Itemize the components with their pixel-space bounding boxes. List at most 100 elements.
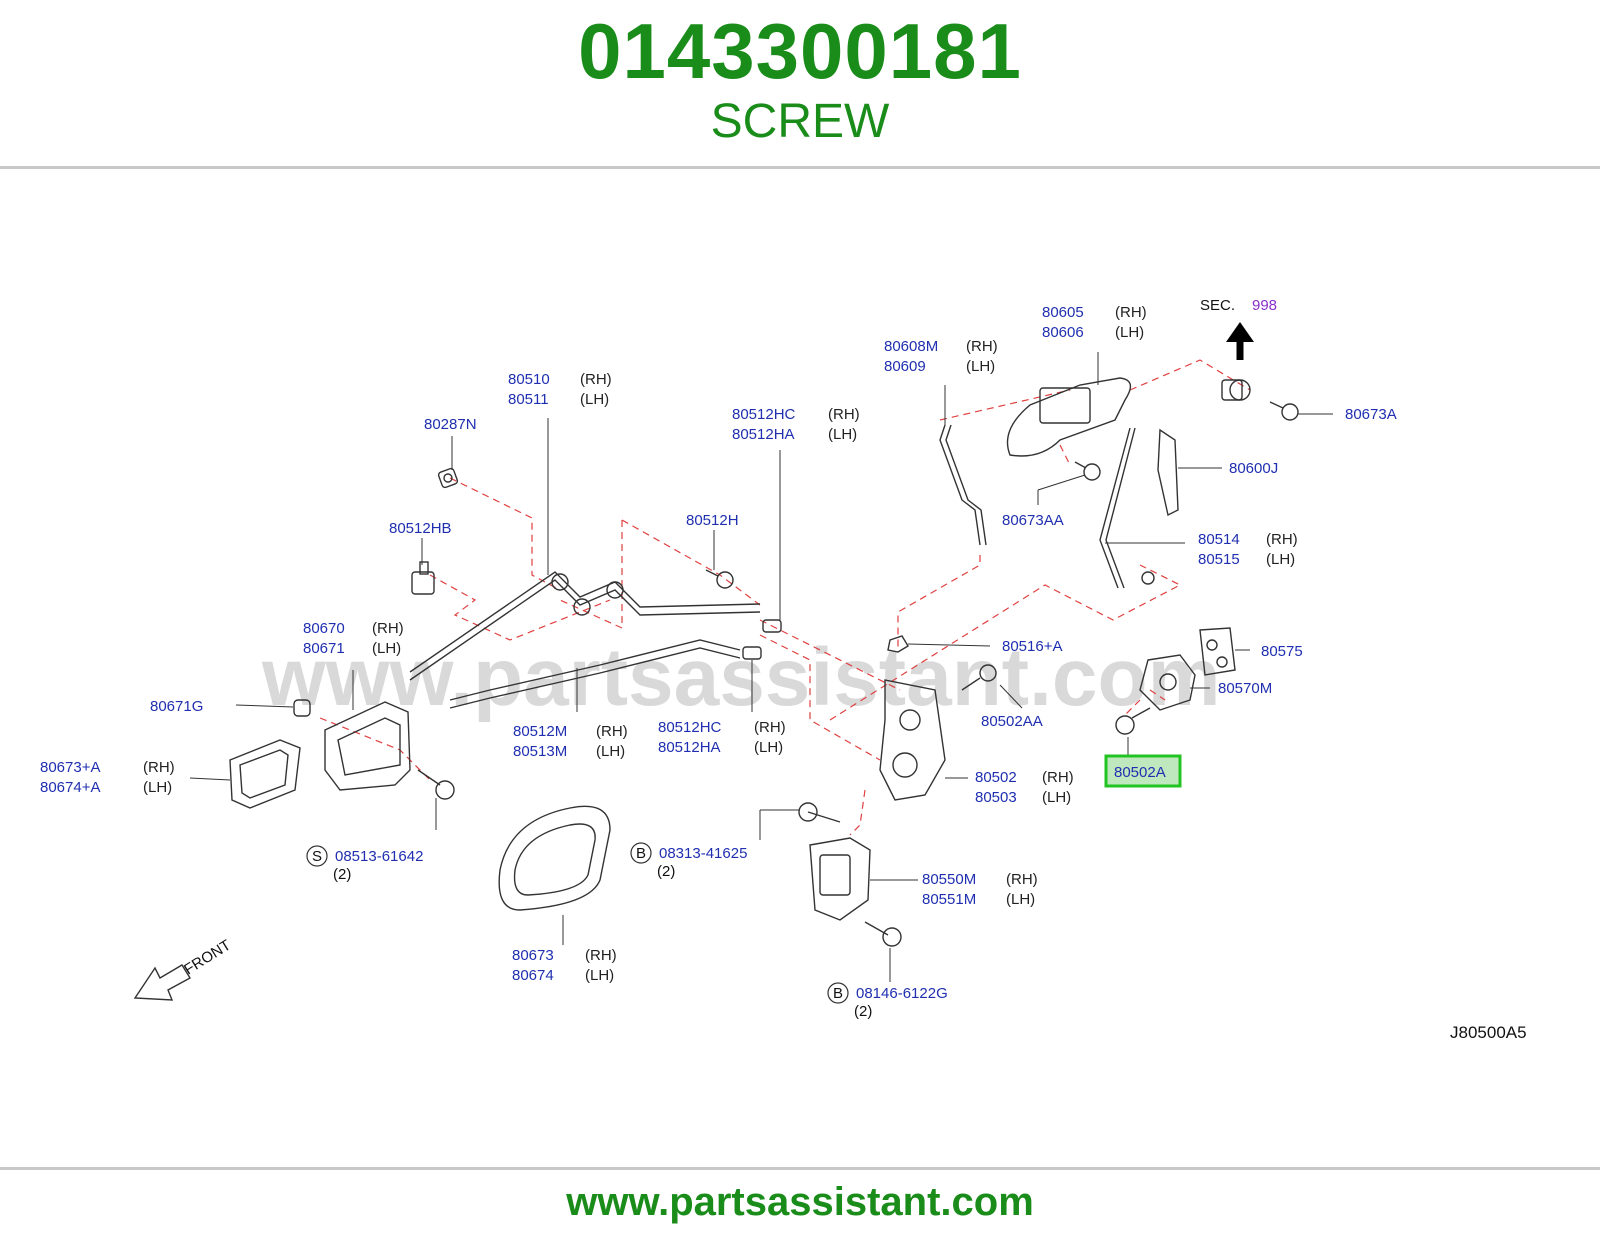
label-80513M[interactable]: 80513M bbox=[513, 743, 567, 760]
label-80503[interactable]: 80503 bbox=[975, 789, 1017, 806]
label-80674[interactable]: 80674 bbox=[512, 967, 554, 984]
guide-lines bbox=[319, 359, 1251, 836]
label-80512HC-bot[interactable]: 80512HC bbox=[658, 719, 722, 736]
label-lh: (LH) bbox=[372, 640, 401, 657]
rod-80512M bbox=[449, 639, 741, 709]
label-80673[interactable]: 80673 bbox=[512, 947, 554, 964]
label-rh: (RH) bbox=[585, 947, 617, 964]
grommet-80671G bbox=[293, 699, 311, 717]
label-80673A[interactable]: 80673A bbox=[1345, 406, 1397, 423]
label-lh: (LH) bbox=[580, 391, 609, 408]
label-08146[interactable]: 08146-6122G bbox=[856, 985, 948, 1002]
label-80502AA[interactable]: 80502AA bbox=[981, 713, 1043, 730]
label-sec-number[interactable]: 998 bbox=[1252, 297, 1277, 314]
label-80670[interactable]: 80670 bbox=[303, 620, 345, 637]
nut-80516pA bbox=[887, 635, 909, 653]
label-80671G[interactable]: 80671G bbox=[150, 698, 203, 715]
label-80606[interactable]: 80606 bbox=[1042, 324, 1084, 341]
label-80512HA-bot[interactable]: 80512HA bbox=[658, 739, 721, 756]
label-lh: (LH) bbox=[828, 426, 857, 443]
label-lh: (LH) bbox=[1042, 789, 1071, 806]
label-80502A[interactable]: 80502A bbox=[1114, 764, 1166, 781]
label-80605[interactable]: 80605 bbox=[1042, 304, 1084, 321]
watermark: www.partsassistant.com bbox=[261, 632, 1221, 723]
label-80608M[interactable]: 80608M bbox=[884, 338, 938, 355]
label-80502[interactable]: 80502 bbox=[975, 769, 1017, 786]
screw-80673A bbox=[1269, 401, 1299, 421]
label-80575[interactable]: 80575 bbox=[1261, 643, 1303, 660]
part-number: 0143300181 bbox=[578, 7, 1022, 95]
footer-divider bbox=[0, 1167, 1600, 1170]
part-name: SCREW bbox=[710, 95, 890, 148]
label-80512HC-top[interactable]: 80512HC bbox=[732, 406, 796, 423]
label-80511[interactable]: 80511 bbox=[508, 391, 549, 408]
shim-80575 bbox=[1199, 627, 1236, 676]
bracket-80600J bbox=[1157, 428, 1179, 517]
label-08513[interactable]: 08513-61642 bbox=[335, 848, 423, 865]
bezel-80673 bbox=[498, 805, 611, 911]
label-80570M[interactable]: 80570M bbox=[1218, 680, 1272, 697]
label-80673pA[interactable]: 80673+A bbox=[40, 759, 100, 776]
arrow-sec998 bbox=[1226, 322, 1254, 360]
header: 0143300181 SCREW bbox=[0, 0, 1600, 168]
striker-80570M bbox=[1139, 654, 1196, 711]
label-rh: (RH) bbox=[372, 620, 404, 637]
label-b: B bbox=[636, 845, 646, 862]
label-80512H[interactable]: 80512H bbox=[686, 512, 739, 529]
label-80512HB[interactable]: 80512HB bbox=[389, 520, 452, 537]
label-80516pA[interactable]: 80516+A bbox=[1002, 638, 1062, 655]
label-08313[interactable]: 08313-41625 bbox=[659, 845, 747, 862]
label-lh: (LH) bbox=[585, 967, 614, 984]
label-80550M[interactable]: 80550M bbox=[922, 871, 976, 888]
label-80514[interactable]: 80514 bbox=[1198, 531, 1240, 548]
leader-lines bbox=[189, 352, 1333, 982]
label-rh: (RH) bbox=[828, 406, 860, 423]
screw-80673AA bbox=[1074, 461, 1101, 481]
label-80673AA[interactable]: 80673AA bbox=[1002, 512, 1064, 529]
clip-80512HB bbox=[411, 561, 435, 595]
label-80510[interactable]: 80510 bbox=[508, 371, 550, 388]
label-qty: (2) bbox=[333, 866, 351, 883]
label-lh: (LH) bbox=[966, 358, 995, 375]
label-rh: (RH) bbox=[1115, 304, 1147, 321]
label-lh: (LH) bbox=[596, 743, 625, 760]
handle-80670 bbox=[324, 701, 411, 791]
escutcheon-80673pA bbox=[229, 739, 301, 809]
part-labels: 80510 (RH) 80511 (LH) 80287N 80512HC (RH… bbox=[40, 297, 1527, 1042]
label-rh: (RH) bbox=[754, 719, 786, 736]
b-circle bbox=[630, 842, 652, 864]
label-rh: (RH) bbox=[966, 338, 998, 355]
label-80551M[interactable]: 80551M bbox=[922, 891, 976, 908]
clip-80512HC-bot bbox=[742, 646, 762, 660]
b-circle bbox=[827, 982, 849, 1004]
label-lh: (LH) bbox=[1115, 324, 1144, 341]
label-80512M[interactable]: 80512M bbox=[513, 723, 567, 740]
label-80609[interactable]: 80609 bbox=[884, 358, 926, 375]
label-lh: (LH) bbox=[1266, 551, 1295, 568]
diagram-code: J80500A5 bbox=[1450, 1023, 1527, 1042]
cylinder-sec998 bbox=[1221, 379, 1251, 401]
screw-80502A bbox=[1115, 707, 1151, 735]
handle-80605 bbox=[1006, 377, 1132, 457]
s-circle bbox=[306, 845, 328, 867]
label-rh: (RH) bbox=[1006, 871, 1038, 888]
label-80512HA-top[interactable]: 80512HA bbox=[732, 426, 795, 443]
clip-80287N bbox=[437, 467, 459, 489]
label-80287N[interactable]: 80287N bbox=[424, 416, 477, 433]
label-80515[interactable]: 80515 bbox=[1198, 551, 1240, 568]
rod-80608M bbox=[939, 424, 987, 546]
label-80671[interactable]: 80671 bbox=[303, 640, 345, 657]
label-80600J[interactable]: 80600J bbox=[1229, 460, 1278, 477]
label-80674pA[interactable]: 80674+A bbox=[40, 779, 100, 796]
label-lh: (LH) bbox=[143, 779, 172, 796]
label-rh: (RH) bbox=[1266, 531, 1298, 548]
label-qty: (2) bbox=[657, 863, 675, 880]
label-rh: (RH) bbox=[1042, 769, 1074, 786]
label-s: S bbox=[312, 848, 322, 865]
front-arrow bbox=[133, 964, 191, 1001]
footer-url[interactable]: www.partsassistant.com bbox=[566, 1180, 1034, 1224]
label-sec: SEC. bbox=[1200, 297, 1235, 314]
label-front: FRONT bbox=[181, 937, 234, 979]
label-rh: (RH) bbox=[596, 723, 628, 740]
